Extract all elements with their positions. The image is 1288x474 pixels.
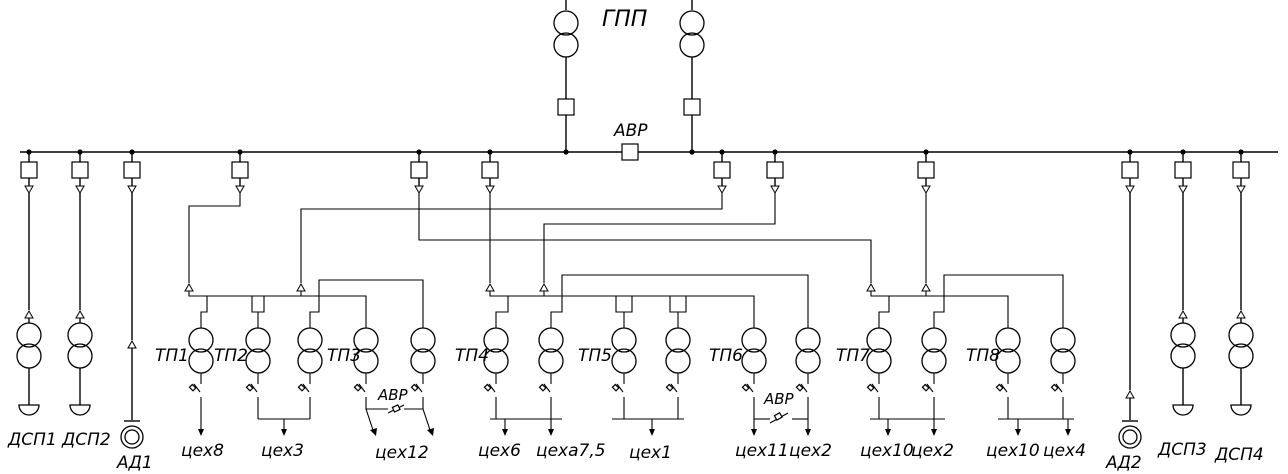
label-workshop-8: цех8 — [181, 441, 224, 461]
feeder-taps — [20, 149, 1250, 195]
transformer-tp2 — [245, 323, 271, 374]
gpp-transformer-left — [553, 0, 579, 152]
avr-breaker-main — [621, 143, 639, 161]
label-workshop-10a: цех10 — [860, 441, 914, 461]
transformer-tp4b — [538, 323, 564, 374]
transformer-tp8b — [1050, 323, 1076, 374]
transformer-tp5b — [665, 323, 691, 374]
label-workshop-7-5: цеха7,5 — [536, 441, 606, 461]
label-dsp3: ДСП3 — [1157, 440, 1207, 460]
load-ad1 — [120, 193, 144, 449]
label-tp3: ТП3 — [327, 346, 361, 366]
label-tp4: ТП4 — [455, 346, 489, 366]
label-tp2: ТП2 — [214, 346, 248, 366]
label-workshop-10b: цех10 — [986, 441, 1040, 461]
label-tp6: ТП6 — [709, 346, 743, 366]
lv-outputs: АВР — [188, 373, 1074, 436]
label-workshop-2b: цех2 — [911, 441, 954, 461]
load-dsp1 — [16, 193, 42, 416]
avr-tp6-label: АВР — [763, 390, 795, 408]
substation-input-triangles — [184, 282, 931, 292]
load-dsp4 — [1228, 193, 1254, 416]
group-tp7-tp8-tie-lines — [870, 274, 1064, 323]
label-workshop-1: цех1 — [629, 443, 672, 463]
transformer-tp3a — [297, 323, 323, 374]
load-ad2 — [1118, 193, 1142, 449]
cable-routes — [188, 193, 927, 283]
gpp-label: ГПП — [602, 7, 647, 32]
label-dsp1: ДСП1 — [7, 430, 57, 450]
transformer-tp7b — [921, 323, 947, 374]
gpp-transformer-right — [679, 0, 705, 152]
load-dsp3 — [1170, 193, 1196, 416]
load-dsp2 — [67, 193, 93, 416]
transformer-tp5a — [611, 323, 637, 374]
label-workshop-3: цех3 — [261, 441, 304, 461]
group-tp1-tp3-tie-lines — [188, 279, 424, 323]
transformer-tp1 — [188, 323, 214, 374]
label-workshop-11: цех11 — [735, 441, 789, 461]
transformer-tp7a — [866, 323, 892, 374]
label-ad2: АД2 — [1105, 453, 1142, 473]
transformer-tp4 — [483, 323, 509, 374]
group-tp4-tp6-tie-lines — [489, 274, 809, 323]
label-tp1: ТП1 — [155, 346, 189, 366]
transformer-tp3c — [410, 323, 436, 374]
label-workshop-4: цех4 — [1043, 441, 1086, 461]
label-tp5: ТП5 — [578, 346, 612, 366]
transformer-tp6b — [795, 323, 821, 374]
label-workshop-6: цех6 — [478, 441, 521, 461]
transformer-tp6a — [741, 323, 767, 374]
label-tp8: ТП8 — [966, 346, 1000, 366]
label-dsp2: ДСП2 — [61, 430, 111, 450]
label-tp7: ТП7 — [836, 346, 870, 366]
avr-main-label: АВР — [613, 121, 648, 141]
label-workshop-2a: цех2 — [789, 441, 832, 461]
avr-tp3-label: АВР — [377, 386, 409, 404]
label-dsp4: ДСП4 — [1214, 445, 1264, 465]
label-ad1: АД1 — [116, 453, 153, 473]
label-workshop-12: цех12 — [375, 443, 429, 463]
substation-transformers — [188, 323, 1076, 374]
